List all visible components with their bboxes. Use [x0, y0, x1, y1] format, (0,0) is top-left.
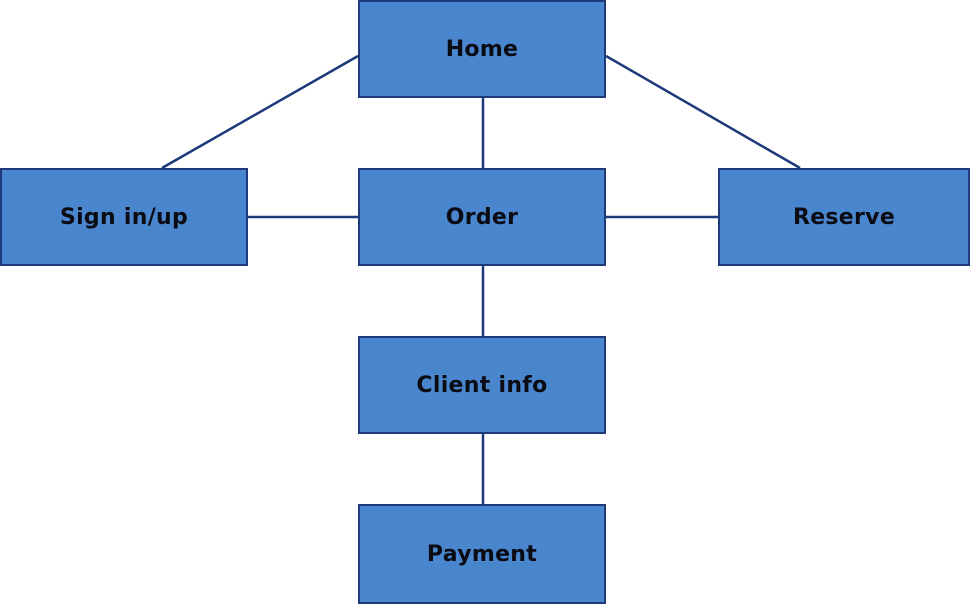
node-reserve: Reserve	[718, 168, 970, 266]
node-sign-in-up-label: Sign in/up	[59, 204, 189, 230]
node-client-info-label: Client info	[416, 372, 548, 398]
node-payment: Payment	[358, 504, 606, 604]
node-home-label: Home	[445, 36, 519, 62]
connector-home-reserve	[605, 54, 801, 170]
node-client-info: Client info	[358, 336, 606, 434]
node-payment-label: Payment	[426, 541, 538, 567]
connector-home-signin	[161, 54, 359, 170]
node-order: Order	[358, 168, 606, 266]
node-order-label: Order	[445, 204, 519, 230]
node-sign-in-up: Sign in/up	[0, 168, 248, 266]
node-home: Home	[358, 0, 606, 98]
node-reserve-label: Reserve	[792, 204, 896, 230]
